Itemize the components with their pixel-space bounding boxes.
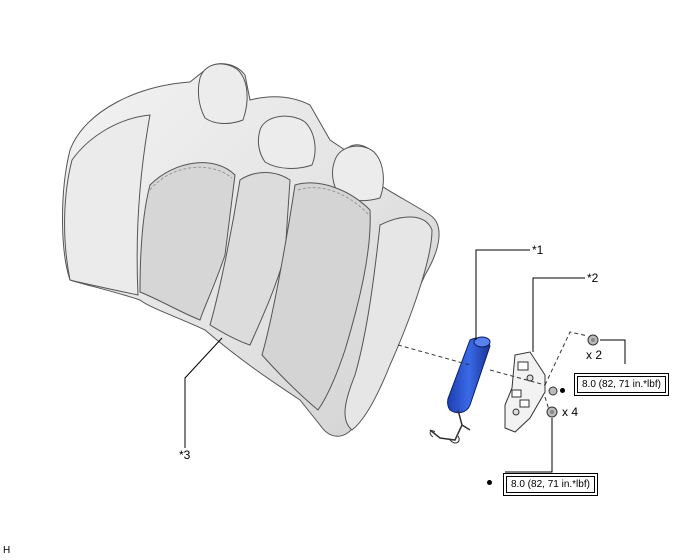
torque-value-lower: 8.0 (82, 71 in.*lbf) xyxy=(506,476,595,493)
armrest-hinge-bracket xyxy=(504,351,546,433)
rear-seat-back xyxy=(62,63,440,437)
assembly-guide-lines xyxy=(397,331,589,411)
torque-spec-upper: 8.0 (82, 71 in.*lbf) xyxy=(574,373,669,396)
bolt-lower-a xyxy=(548,386,558,396)
callout-label-3: *3 xyxy=(179,448,191,462)
torque-value-upper: 8.0 (82, 71 in.*lbf) xyxy=(577,376,666,393)
torque-bullet-upper xyxy=(560,388,565,393)
bolt-lower-b xyxy=(546,406,558,418)
quantity-upper: x 2 xyxy=(586,348,603,362)
armrest-assembly xyxy=(429,336,491,444)
torque-spec-lower: 8.0 (82, 71 in.*lbf) xyxy=(503,473,598,496)
callout-label-2: *2 xyxy=(587,271,599,285)
leader-lines xyxy=(184,249,626,473)
figure-code: H xyxy=(3,545,11,556)
quantity-lower: x 4 xyxy=(562,405,579,419)
bolt-upper xyxy=(587,334,599,346)
torque-bullet-lower xyxy=(487,480,492,485)
callout-label-1: *1 xyxy=(532,243,544,257)
